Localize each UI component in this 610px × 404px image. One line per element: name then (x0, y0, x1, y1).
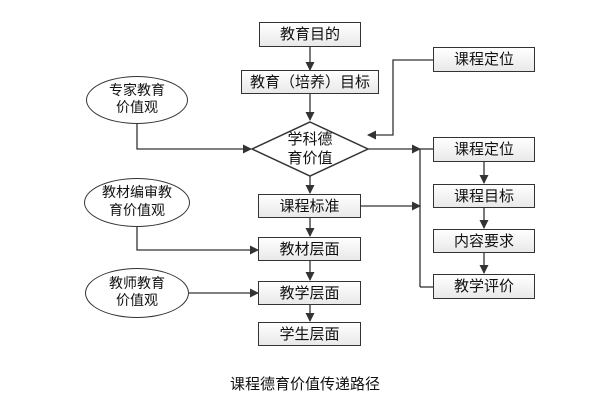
box-education-aim: 教育（培养）目标 (241, 70, 379, 94)
box-course-goal: 课程目标 (433, 184, 535, 208)
figure-caption: 课程德育价值传递路径 (229, 374, 380, 393)
box-education-goal: 教育目的 (259, 22, 361, 47)
oval-teacher-line1: 教师教育 (109, 275, 165, 292)
oval-expert-line2: 价值观 (116, 100, 158, 116)
arrow-coursepos-to-diamond (367, 59, 433, 140)
oval-editor-line2: 育价值观 (109, 202, 165, 219)
oval-teacher-values: 教师教育 价值观 (85, 268, 189, 318)
oval-expert-values: 专家教育 价值观 (86, 76, 188, 124)
diamond-label-line1: 学科德 (287, 130, 333, 149)
box-course-positioning-top: 课程定位 (433, 47, 535, 72)
box-course-positioning: 课程定位 (433, 137, 535, 162)
diamond-label-line2: 育价值 (287, 149, 333, 167)
box-teaching-level: 教学层面 (258, 281, 361, 305)
box-content-requirements: 内容要求 (433, 229, 535, 253)
box-course-standard: 课程标准 (258, 194, 361, 218)
diamond-shape (250, 121, 370, 177)
arrow-editor-to-textbook (136, 227, 259, 255)
oval-expert-line1: 专家教育 (109, 82, 165, 99)
oval-teacher-line2: 价值观 (116, 293, 158, 309)
box-textbook-level: 教材层面 (258, 237, 361, 261)
arrow-expert-to-diamond (136, 124, 252, 154)
oval-editor-values: 教材编审教 育价值观 (84, 178, 190, 227)
oval-editor-line1: 教材编审教 (102, 185, 172, 201)
diamond-label: 学科德 育价值 (262, 130, 358, 168)
box-student-level: 学生层面 (258, 322, 361, 346)
box-teaching-evaluation: 教学评价 (433, 274, 535, 299)
